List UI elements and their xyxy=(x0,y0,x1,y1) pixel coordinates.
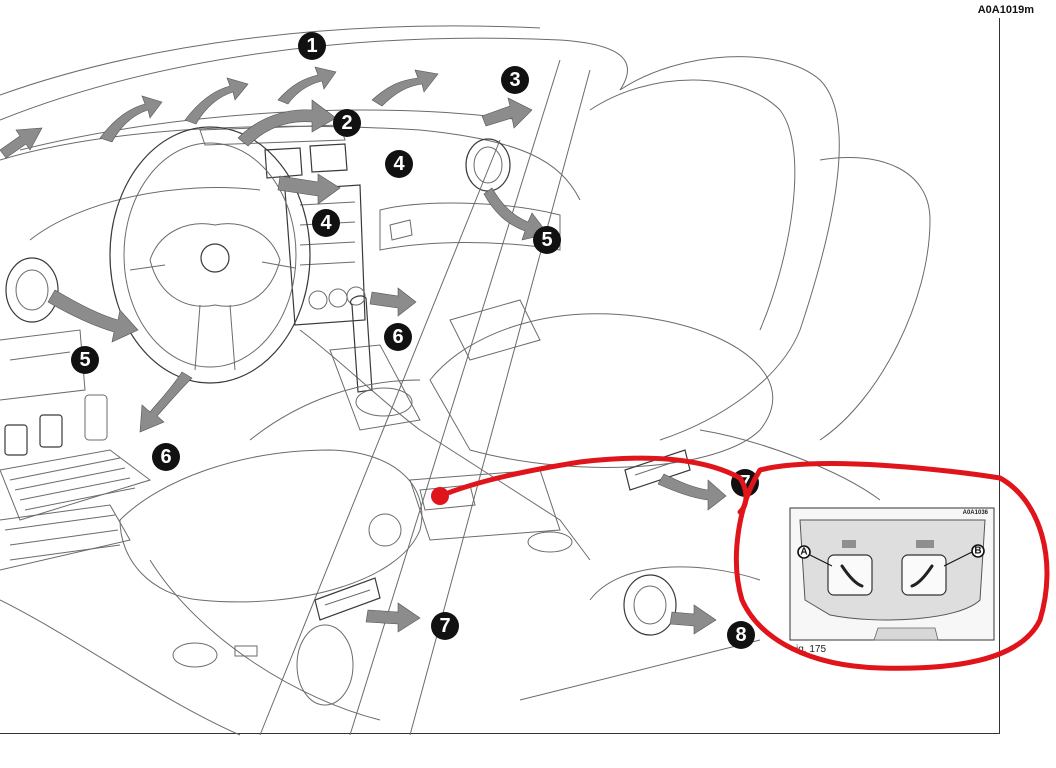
airflow-arrow xyxy=(184,77,249,125)
red-highlight-circle xyxy=(733,461,1050,671)
airflow-arrow xyxy=(277,173,341,205)
guide-line-3 xyxy=(259,139,501,736)
airflow-arrow xyxy=(369,287,417,317)
red-annotation xyxy=(431,455,1050,671)
airflow-arrow xyxy=(481,97,533,129)
callout-6-left-badge: 6 xyxy=(152,443,180,471)
callout-4-upper-badge: 4 xyxy=(385,150,413,178)
airflow-arrow xyxy=(99,95,163,143)
inset-figure-caption: ig. 175 xyxy=(796,644,826,655)
airflow-arrow xyxy=(669,604,717,635)
door-and-vents xyxy=(0,449,761,736)
figure-reference-code: A0A1019m xyxy=(977,4,1034,16)
callout-2-label: 2 xyxy=(341,112,352,134)
leader-a xyxy=(809,554,833,567)
callout-5-left-label: 5 xyxy=(79,349,90,371)
callout-8-badge: 8 xyxy=(727,621,755,649)
airflow-arrow xyxy=(139,371,193,433)
floor-and-pedals xyxy=(0,394,152,571)
switch-a-marker: A xyxy=(797,545,811,559)
airflow-arrow xyxy=(237,99,337,147)
steering-wheel xyxy=(109,126,311,384)
driver-seat xyxy=(119,379,423,721)
callout-4-upper-label: 4 xyxy=(393,153,405,175)
callout-6-center-badge: 6 xyxy=(384,323,412,351)
passenger-seat xyxy=(429,56,931,501)
airflow-arrow xyxy=(371,69,439,107)
indicator-light-b xyxy=(916,540,934,548)
callout-5-right-label: 5 xyxy=(541,229,552,251)
windshield-outline xyxy=(0,25,628,151)
figure-frame xyxy=(0,18,1000,734)
inset-figure: A0A1036 A B ig. 175 xyxy=(789,507,995,655)
airflow-arrow xyxy=(657,473,727,511)
callout-1-label: 1 xyxy=(306,35,317,57)
callout-1-badge: 1 xyxy=(298,32,326,60)
airflow-arrow xyxy=(277,66,337,105)
switch-a-icon xyxy=(840,564,864,588)
callout-6-center-label: 6 xyxy=(392,326,403,348)
callout-7-center-label: 7 xyxy=(439,615,450,637)
callout-4-lower-label: 4 xyxy=(320,212,332,234)
callout-3-label: 3 xyxy=(509,69,520,91)
indicator-light-a xyxy=(842,540,856,548)
center-console xyxy=(299,295,591,561)
callout-5-right-badge: 5 xyxy=(533,226,561,254)
callout-5-left-badge: 5 xyxy=(71,346,99,374)
leader-b xyxy=(943,550,975,567)
callout-6-left-label: 6 xyxy=(160,446,171,468)
switch-b-label: B xyxy=(974,546,981,557)
callout-4-lower-badge: 4 xyxy=(312,209,340,237)
callout-8-label: 8 xyxy=(735,624,746,646)
callout-2-badge: 2 xyxy=(333,109,361,137)
switch-cable xyxy=(873,627,939,641)
callout-7-center-badge: 7 xyxy=(431,612,459,640)
switch-a-label: A xyxy=(800,547,807,558)
switch-b-marker: B xyxy=(971,544,985,558)
red-marker-dot xyxy=(431,487,449,505)
inset-reference-code: A0A1036 xyxy=(963,510,989,516)
airflow-arrow xyxy=(0,127,43,159)
airflow-arrows xyxy=(0,66,727,635)
airflow-arrow xyxy=(47,289,139,343)
red-connector-line xyxy=(437,455,749,515)
callout-3-badge: 3 xyxy=(501,66,529,94)
airflow-arrow xyxy=(365,602,421,633)
switch-b-icon xyxy=(910,564,934,588)
